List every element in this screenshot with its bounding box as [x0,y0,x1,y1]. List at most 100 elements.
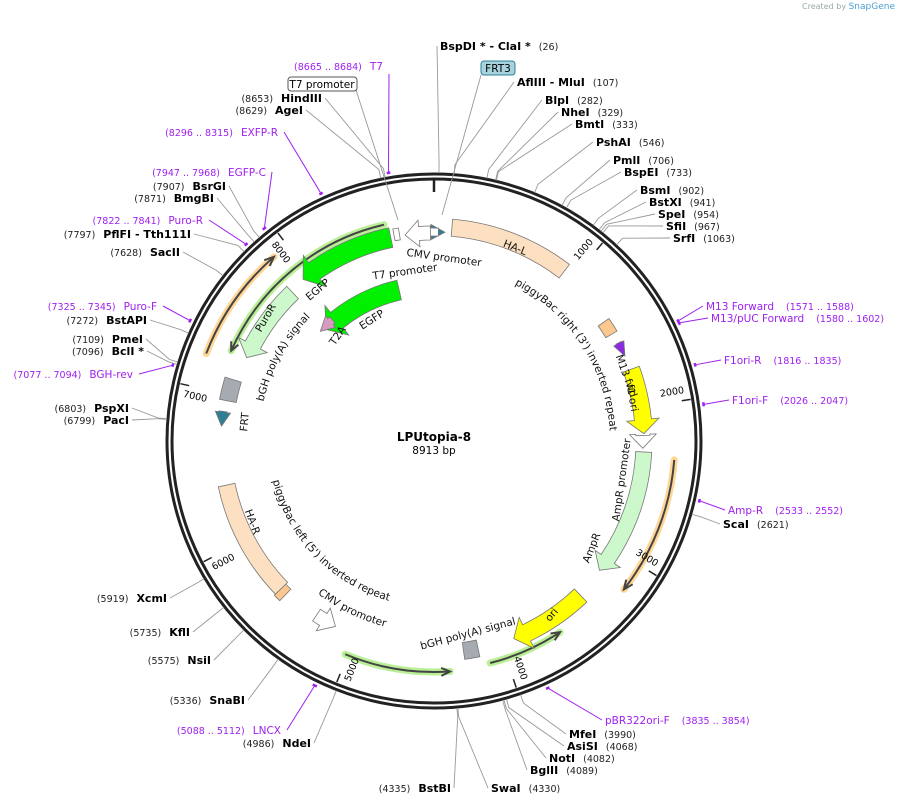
orf-arrow-orange-right [623,459,676,590]
primer-mark [243,242,249,247]
primer-label: (8665 .. 8684)T7 [294,61,383,73]
orf-arrow-egfp-puro-arrowhead [230,341,240,353]
enzyme-label: (7109)PmeI [72,333,143,346]
feature-label: piggyBac right (3') inverted repeat [513,277,619,432]
primer-leader-line [677,305,704,322]
leader-lines [131,45,730,789]
snapgene-brand: SnapGene [848,2,895,12]
primer-label: Amp-R(2533 .. 2552) [728,505,843,517]
enzyme-leader-line [193,233,245,253]
enzyme-label: BlpI(282) [545,94,603,107]
enzyme-label: SrfI(1063) [673,232,735,245]
primer-leader-line [286,685,316,731]
feature-label-text: piggyBac right (3') inverted repeat [513,277,619,432]
enzyme-label: (5575)NsiI [148,654,211,667]
enzyme-leader-line [146,350,178,365]
primer-mark [318,191,324,196]
enzyme-leader-line [592,189,638,226]
tick-label: 2000 [659,385,685,400]
primer-label: (7325 .. 7345)Puro-F [48,301,157,313]
features-layer [202,218,678,677]
feature-puror [237,285,300,359]
feature-cmv-promoter-bottom [312,607,336,632]
enzyme-label: BspDI * - ClaI *(26) [440,40,558,53]
enzyme-label: SwaI(4330) [491,782,560,795]
tick-label: 6000 [210,552,237,573]
t7-promoter-box [287,76,358,92]
enzyme-leader-line [495,111,559,181]
enzyme-leader-line [216,197,255,243]
plasmid-name: LPUtopia-8 [397,430,471,444]
primer-leader-line [547,687,603,721]
enzyme-label: (6803)PspXI [55,402,129,415]
primer-leader-line [283,131,322,194]
credit-prefix: Created by [802,2,847,11]
tick-label: 4000 [511,655,529,681]
enzyme-leader-line [453,81,515,174]
feature-bgh-polya-bottom [461,639,481,660]
tick-mark [277,232,284,241]
enzyme-label: (7096)BclI * [72,345,144,358]
enzyme-label: ScaI(2621) [723,518,789,531]
enzyme-label: BsmI(902) [640,184,704,197]
enzyme-label: (6799)PacI [64,414,129,427]
feature-ori [513,588,588,650]
feature-label: f1 ori [624,383,641,412]
enzyme-leader-line [506,698,565,747]
enzyme-label: (5336)SnaBI [170,694,245,707]
enzyme-label: (7797)PflFI - Tth111I [64,228,191,241]
enzyme-label: (7628)SacII [110,246,180,259]
enzyme-leader-line [192,606,225,633]
enzyme-leader-line [503,699,547,759]
orf-arrow-bottom-right [489,631,561,664]
primer-label: F1ori-R(1816 .. 1835) [724,355,841,367]
primer-mark [386,171,391,175]
enzyme-label: (8629)AgeI [235,104,303,117]
enzyme-leader-line [182,251,224,276]
enzyme-leader-line [213,629,245,661]
enzyme-label: (4335)BstBI [379,782,451,795]
orf-arrow-bottom-right-arrowhead [550,630,563,641]
enzyme-leader-line [566,171,622,209]
feature-label-text: piggyBac left (5') inverted repeat [270,478,392,603]
frt3-box [480,60,516,76]
primer-label: (5088 .. 5112)LNCX [177,725,281,737]
enzyme-leader-line [486,99,543,179]
primer-mark [697,498,701,503]
enzyme-label: BstXI(941) [649,196,715,209]
primer-leader-line [678,317,709,324]
enzyme-label: (7272)BstAPI [67,314,147,327]
enzyme-label: (7871)BmgBI [134,192,214,205]
tick-mark [512,678,517,688]
enzyme-leader-line [247,658,279,701]
enzyme-label: NotI(4082) [549,752,615,765]
enzyme-leader-line [169,578,205,599]
enzyme-leader-line [534,141,594,193]
primer-mark [693,362,697,367]
tick-mark [203,556,213,563]
plasmid-size: 8913 bp [412,445,456,457]
primer-leader-line [208,219,247,245]
enzyme-label: (5735)KflI [130,626,190,639]
tick-label: 5000 [343,657,362,684]
enzyme-label: AflIII - MluI(107) [517,76,618,89]
primer-leader-line [699,500,726,511]
feature-label: FRT [238,411,252,432]
feature-egfp-outer [302,227,394,288]
tick-mark [180,382,190,387]
primer-leader-line [387,73,390,173]
enzyme-leader-line [145,338,179,363]
enzyme-label: (5919)XcmI [97,592,167,605]
tick-label: 1000 [572,237,596,263]
enzyme-leader-line [228,185,260,238]
enzyme-label: SpeI(954) [658,208,719,221]
feature-cmv-promoter-top [404,219,431,248]
enzyme-leader-line [520,694,567,735]
enzyme-label: (4986)NdeI [243,737,311,750]
primer-label: (8296 .. 8315)EXFP-R [165,127,278,139]
primer-leader-line [703,399,730,405]
frt3-label: FRT3 [485,63,511,75]
primer-leader-line [162,305,191,322]
t7-promoter-leader-line [355,89,399,221]
